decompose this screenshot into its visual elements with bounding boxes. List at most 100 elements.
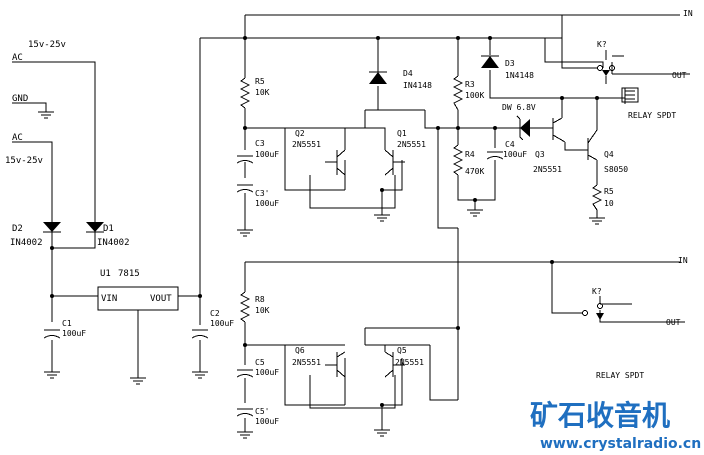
in-label-bottom: IN [678, 256, 688, 265]
d2-ref: D2 [12, 224, 23, 234]
resistor-r4-symbol [452, 144, 464, 176]
voltage-label-top: 15v-25v [28, 40, 66, 50]
r8-val: 10K [255, 306, 270, 315]
transistor-q5-symbol [384, 345, 405, 378]
d3-part: 1N4148 [505, 71, 534, 80]
watermark-chinese: 矿石收音机 [530, 399, 670, 432]
ground-symbol [374, 429, 390, 437]
q6-part: 2N5551 [292, 358, 321, 367]
q6-ref: Q6 [295, 346, 305, 355]
q3-part: 2N5551 [533, 165, 562, 174]
resistor-r8-symbol [239, 291, 251, 323]
r5-ref: R5 [255, 77, 265, 86]
r4-val: 470K [465, 167, 484, 176]
c5-ref: C5 [255, 358, 265, 367]
q5-part: 2N5551 [395, 358, 424, 367]
r5b-ref: R5 [604, 187, 614, 196]
r5-val: 10K [255, 88, 270, 97]
c3-val: 100uF [255, 150, 279, 159]
d3-ref: D3 [505, 59, 515, 68]
q4-ref: Q4 [604, 150, 614, 159]
relay-spdt-top: RELAY SPDT [628, 111, 676, 120]
u1-part: 7815 [118, 269, 140, 279]
c4-ref: C4 [505, 140, 515, 149]
diode-d2-symbol [43, 222, 61, 233]
relay-top-contact [597, 50, 624, 84]
c1-val: 100uF [62, 329, 86, 338]
transistor-q4-symbol [580, 129, 598, 161]
zener-dw-symbol [516, 115, 530, 141]
out-label-top: OUT [672, 71, 687, 80]
q5-ref: Q5 [397, 346, 407, 355]
diode-d3-symbol [481, 55, 499, 68]
r3-val: 100K [465, 91, 484, 100]
capacitor-c5p-symbol [236, 408, 254, 417]
relay-spdt-bottom: RELAY SPDT [596, 371, 644, 380]
u1-ref: U1 [100, 269, 111, 279]
relay-bottom-contact [582, 296, 604, 320]
c3p-val: 100uF [255, 199, 279, 208]
ground-symbol [130, 377, 146, 385]
ground-symbol [44, 371, 60, 379]
diode-d1-symbol [86, 222, 104, 233]
q1-ref: Q1 [397, 129, 407, 138]
dw-label: DW 6.8V [502, 103, 536, 112]
r5b-val: 10 [604, 199, 614, 208]
c4-val: 100uF [503, 150, 527, 159]
ground-symbol [467, 209, 483, 217]
r4-ref: R4 [465, 150, 475, 159]
transistor-q6-symbol [325, 351, 346, 378]
d1-part: IN4002 [97, 238, 130, 248]
resistor-r5b-symbol [591, 184, 603, 211]
r3-ref: R3 [465, 80, 475, 89]
k-label-bottom: K? [592, 287, 602, 296]
ground-symbol [237, 229, 253, 237]
c2-val: 100uF [210, 319, 234, 328]
ac-label-top: AC [12, 53, 23, 63]
relay-top-coil [621, 87, 639, 103]
capacitor-c3-symbol [236, 155, 254, 164]
capacitor-c2-symbol [191, 329, 209, 339]
u1-vout: VOUT [150, 294, 172, 304]
c2-ref: C2 [210, 309, 220, 318]
transistor-q1-symbol [365, 127, 405, 176]
c1-ref: C1 [62, 319, 72, 328]
q3-ref: Q3 [535, 150, 545, 159]
d4-ref: D4 [403, 69, 413, 78]
voltage-label-bottom: 15v-25v [5, 156, 43, 166]
d2-part: IN4002 [10, 238, 43, 248]
ac-label-bottom: AC [12, 133, 23, 143]
capacitor-c4-symbol [486, 151, 504, 160]
c5-val: 100uF [255, 368, 279, 377]
d1-ref: D1 [103, 224, 114, 234]
ground-symbol [374, 214, 390, 222]
resistor-r3-symbol [452, 75, 464, 111]
ground-symbol [38, 111, 54, 119]
junction-dots [50, 36, 599, 407]
c3-ref: C3 [255, 139, 265, 148]
in-label-top: IN [683, 9, 693, 18]
ground-symbol [237, 431, 253, 439]
gnd-label: GND [12, 94, 28, 104]
capacitor-c5-symbol [236, 369, 254, 378]
u1-vin: VIN [101, 294, 117, 304]
capacitor-c3p-symbol [236, 184, 254, 193]
transistor-q3-symbol [552, 117, 566, 143]
diode-d4-symbol [369, 71, 387, 84]
q1-part: 2N5551 [397, 140, 426, 149]
c3p-ref: C3' [255, 189, 269, 198]
q2-part: 2N5551 [292, 140, 321, 149]
r8-ref: R8 [255, 295, 265, 304]
transistor-q2-symbol [325, 128, 346, 176]
q2-ref: Q2 [295, 129, 305, 138]
regulator-u1-body [97, 286, 179, 311]
q4-part: S8050 [604, 165, 628, 174]
watermark-url: www.crystalradio.cn [540, 436, 701, 452]
k-label-top: K? [597, 40, 607, 49]
c5p-val: 100uF [255, 417, 279, 426]
ground-symbol [192, 371, 208, 379]
resistor-r5-symbol [239, 77, 251, 109]
out-label-bottom: OUT [666, 318, 681, 327]
c5p-ref: C5' [255, 407, 269, 416]
